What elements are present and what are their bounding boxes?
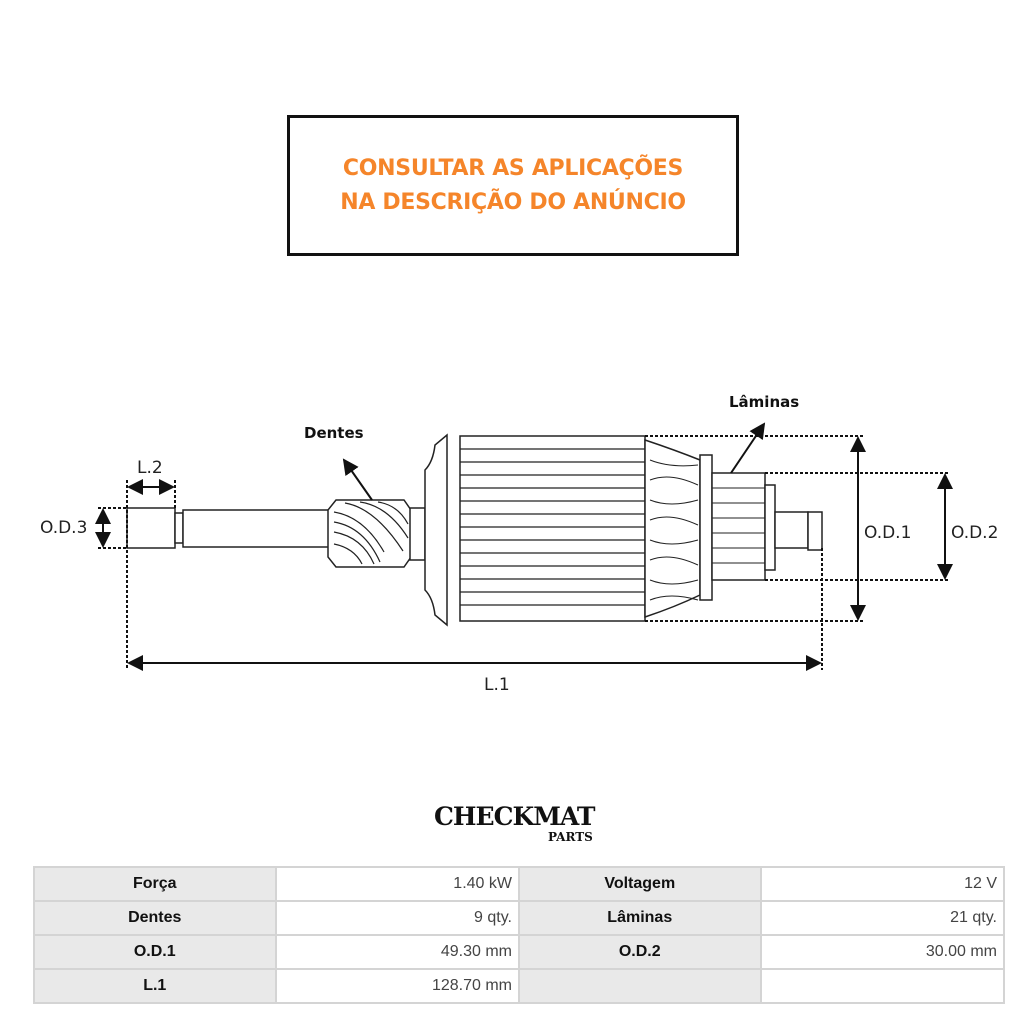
label-laminas: Lâminas (729, 393, 799, 411)
notice-box: CONSULTAR AS APLICAÇÕES NA DESCRIÇÃO DO … (287, 115, 739, 256)
table-row: Dentes 9 qty. Lâminas 21 qty. (33, 900, 1006, 936)
label-od2: O.D.2 (951, 523, 998, 543)
spec-label: Força (33, 866, 277, 902)
spec-label: Voltagem (517, 866, 762, 902)
spec-value: 49.30 mm (274, 934, 520, 970)
spec-label: L.1 (33, 968, 277, 1004)
label-od1: O.D.1 (864, 523, 911, 543)
spec-label (517, 968, 762, 1004)
armature-core (459, 435, 646, 622)
spec-value: 12 V (759, 866, 1006, 902)
table-row: O.D.1 49.30 mm O.D.2 30.00 mm (33, 934, 1006, 970)
label-dentes: Dentes (304, 424, 364, 442)
spec-label: O.D.1 (33, 934, 277, 970)
spec-label: O.D.2 (517, 934, 762, 970)
spec-value (759, 968, 1006, 1004)
logo-main: CHECKMAT (434, 802, 596, 831)
spec-value: 128.70 mm (274, 968, 520, 1004)
label-l2: L.2 (137, 458, 163, 478)
commutator (711, 472, 766, 581)
spec-value: 30.00 mm (759, 934, 1006, 970)
spec-value: 9 qty. (274, 900, 520, 936)
notice-line-2: NA DESCRIÇÃO DO ANÚNCIO (340, 189, 686, 215)
logo-sub: PARTS (548, 830, 593, 844)
armature-diagram: L.2 O.D.3 L.1 O.D.1 O.D.2 Dentes Lâminas (40, 393, 998, 695)
spec-value: 1.40 kW (274, 866, 520, 902)
table-row: Força 1.40 kW Voltagem 12 V (33, 866, 1006, 902)
specs-table: Força 1.40 kW Voltagem 12 V Dentes 9 qty… (33, 866, 1006, 1004)
label-l1: L.1 (484, 675, 510, 695)
spec-label: Dentes (33, 900, 277, 936)
armature-drawing (126, 433, 823, 627)
dimension-arrows (95, 422, 953, 671)
spec-label: Lâminas (517, 900, 762, 936)
spec-value: 21 qty. (759, 900, 1006, 936)
table-row: L.1 128.70 mm (33, 968, 1006, 1004)
label-od3: O.D.3 (40, 518, 87, 538)
checkmat-logo: CHECKMAT PARTS (430, 800, 600, 850)
notice-line-1: CONSULTAR AS APLICAÇÕES (342, 155, 684, 181)
